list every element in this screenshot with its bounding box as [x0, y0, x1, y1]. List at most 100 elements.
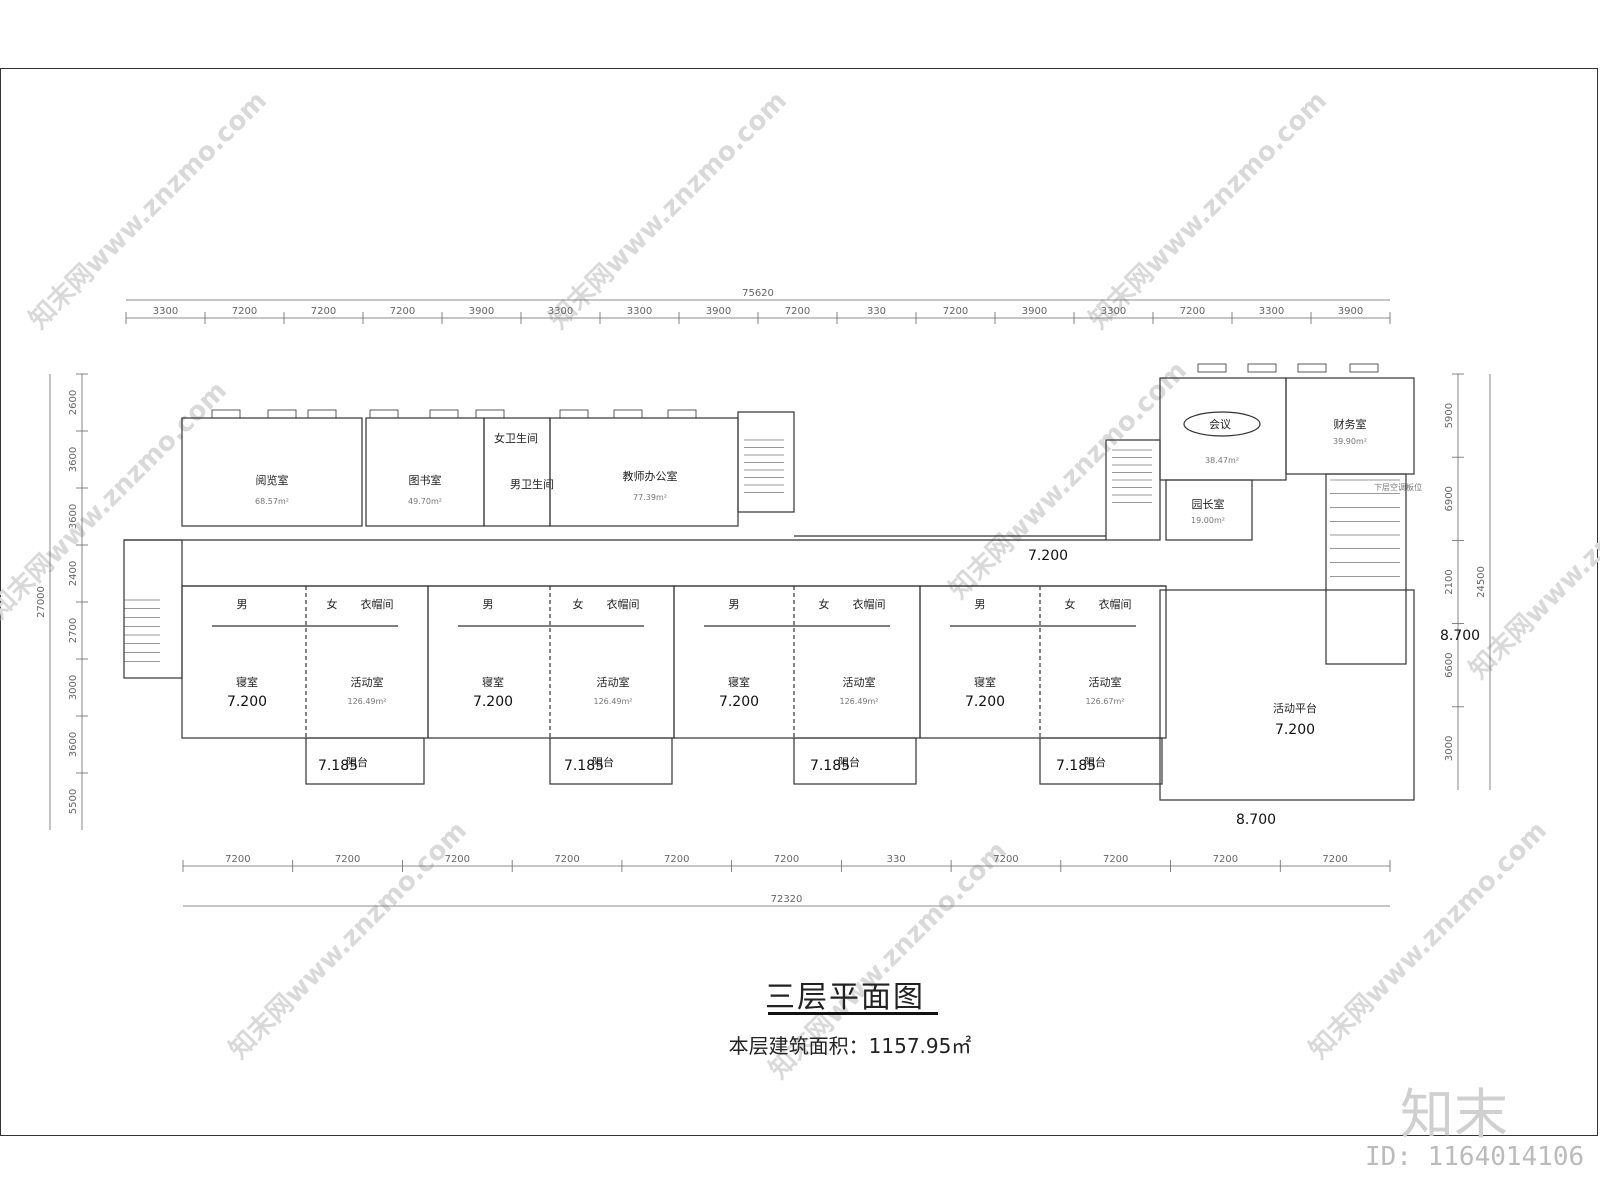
id-label: ID: 1164014106 — [1365, 1142, 1585, 1172]
dim-left-label: 2600 — [68, 390, 79, 415]
unit-activity-room: 活动室 — [1089, 675, 1122, 689]
dim-top-label: 7200 — [232, 306, 257, 317]
wall-outline — [1105, 439, 1161, 541]
dim-top-label: 3300 — [627, 306, 652, 317]
dimension-lines — [49, 299, 1491, 907]
unit-balcony-level: 7.185 — [810, 758, 850, 774]
unit-male-restroom: 男 — [237, 598, 248, 611]
unit-balcony: 阳台 — [1084, 755, 1106, 769]
dim-left-label: 2400 — [68, 561, 79, 586]
unit-bedroom: 寝室 — [236, 675, 258, 689]
unit-balcony-level: 7.185 — [1056, 758, 1096, 774]
window — [559, 409, 589, 419]
dim-right-total: 24500 — [1476, 566, 1487, 598]
window — [667, 409, 697, 419]
brand-logo: 知末 — [1400, 1083, 1508, 1146]
window — [1349, 363, 1379, 373]
wall-outline — [305, 737, 425, 785]
title-underline — [768, 1012, 938, 1015]
unit-activity-room: 活动室 — [843, 675, 876, 689]
dim-top-label: 7200 — [785, 306, 810, 317]
room-meeting: 会议 — [1209, 418, 1231, 431]
unit-activity-area: 126.49m² — [594, 697, 633, 706]
room-teacher-office-area: 77.39m² — [633, 493, 667, 502]
room-reading-area: 68.57m² — [255, 497, 289, 506]
level-platform-bottom: 8.700 — [1236, 812, 1276, 828]
conference-table — [1183, 411, 1261, 437]
window — [1297, 363, 1327, 373]
dim-top-label: 7200 — [1180, 306, 1205, 317]
dim-right-label: 2100 — [1444, 569, 1455, 594]
dim-bottom-label: 7200 — [664, 854, 689, 865]
dim-top-label: 3900 — [706, 306, 731, 317]
watermark-text: 知末网www.znzmo.com — [1084, 86, 1333, 335]
dim-bottom-label: 7200 — [1103, 854, 1128, 865]
room-reading: 阅览室 — [256, 473, 289, 487]
dim-left-label: 3600 — [68, 447, 79, 472]
floor-area-caption: 本层建筑面积：1157.95㎡ — [728, 1034, 972, 1058]
window — [429, 409, 459, 419]
dim-top-label: 3900 — [1022, 306, 1047, 317]
watermark-text: 知末网www.znzmo.com — [944, 356, 1193, 605]
room-library: 图书室 — [409, 473, 442, 487]
dim-top-label: 3900 — [469, 306, 494, 317]
dim-left-total: 27000 — [36, 586, 47, 618]
dim-bottom-label: 7200 — [993, 854, 1018, 865]
watermark-text: 知末网www.znzmo.com — [24, 86, 273, 335]
wall-outline — [1325, 473, 1407, 665]
window — [267, 409, 297, 419]
unit-male-restroom: 男 — [729, 598, 740, 611]
room-women-restroom: 女卫生间 — [494, 431, 538, 445]
unit-bedroom-level: 7.200 — [719, 694, 759, 710]
window — [1247, 363, 1277, 373]
unit-female-restroom: 女 — [573, 597, 584, 611]
dim-top-label: 330 — [867, 306, 886, 317]
unit-male-restroom: 男 — [483, 598, 494, 611]
unit-balcony-level: 7.185 — [318, 758, 358, 774]
walls — [123, 363, 1415, 801]
wall-outline — [549, 737, 673, 785]
dim-bottom-label: 7200 — [554, 854, 579, 865]
unit-bedroom-level: 7.200 — [227, 694, 267, 710]
dim-right-label: 5900 — [1444, 403, 1455, 428]
unit-bedroom-level: 7.200 — [965, 694, 1005, 710]
window — [613, 409, 643, 419]
wall-outline — [1165, 479, 1253, 541]
dim-left-label: 3600 — [68, 504, 79, 529]
window — [1197, 363, 1227, 373]
room-finance: 财务室 — [1334, 417, 1367, 431]
unit-closet: 衣帽间 — [853, 597, 886, 611]
unit-bedroom: 寝室 — [974, 675, 996, 689]
room-principal: 园长室 — [1192, 497, 1225, 511]
dim-bottom-label: 7200 — [225, 854, 250, 865]
unit-closet: 衣帽间 — [1099, 597, 1132, 611]
level-corridor: 7.200 — [1028, 548, 1068, 564]
room-finance-area: 39.90m² — [1333, 437, 1367, 446]
room-principal-area: 19.00m² — [1191, 516, 1225, 525]
unit-balcony: 阳台 — [346, 755, 368, 769]
unit-bedroom: 寝室 — [482, 675, 504, 689]
window — [475, 409, 505, 419]
unit-balcony-level: 7.185 — [564, 758, 604, 774]
watermark-text: 知末网www.znzmo.com — [0, 376, 233, 625]
room-men-restroom: 男卫生间 — [510, 477, 554, 491]
dim-bottom-total: 72320 — [771, 894, 803, 905]
dim-bottom-label: 330 — [887, 854, 906, 865]
stair-note: 下层空调板位 — [1374, 482, 1422, 492]
room-library-area: 49.70m² — [408, 497, 442, 506]
dim-left-label: 3000 — [68, 675, 79, 700]
unit-activity-area: 126.67m² — [1086, 697, 1125, 706]
platform-label: 活动平台 — [1273, 701, 1317, 715]
wall-outline — [181, 417, 363, 527]
dim-top-label: 3300 — [153, 306, 178, 317]
room-teacher-office: 教师办公室 — [623, 469, 678, 483]
level-platform: 7.200 — [1275, 722, 1315, 738]
unit-closet: 衣帽间 — [607, 597, 640, 611]
level-platform-right: 8.700 — [1440, 628, 1480, 644]
unit-bedroom-level: 7.200 — [473, 694, 513, 710]
watermark-text: 知末网www.znzmo.com — [1464, 436, 1600, 685]
unit-closet: 衣帽间 — [361, 597, 394, 611]
unit-balcony: 阳台 — [838, 755, 860, 769]
